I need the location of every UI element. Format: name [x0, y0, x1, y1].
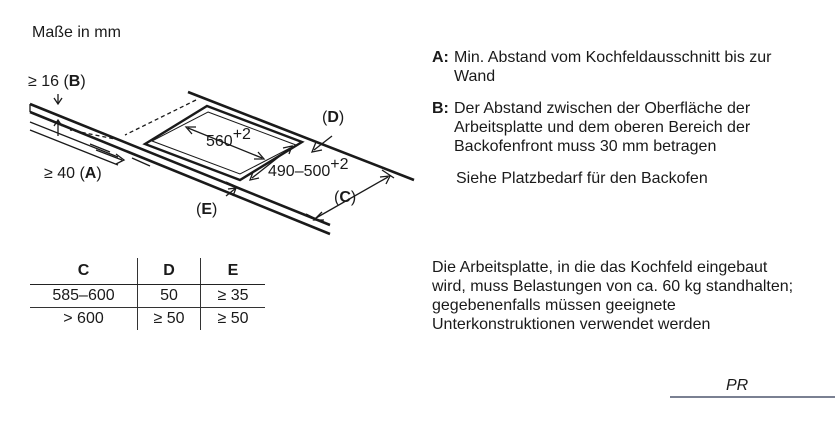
dashed-projection-back	[124, 99, 197, 136]
worktop-front-top-edge	[29, 102, 331, 227]
dim-c-arrowhead-top	[379, 175, 392, 185]
dim-b-arrowhead-bottom	[53, 118, 63, 127]
dim-c-line	[315, 176, 389, 219]
legend-item-b: B: Der Abstand zwischen der Oberfläche d…	[432, 99, 812, 156]
table-cell: ≥ 50	[137, 307, 201, 330]
dim-e-extension	[225, 181, 245, 191]
column-header-d: D	[137, 258, 201, 285]
callout-a: ≥ 40 (A)	[44, 165, 102, 182]
oven-front-line-lower	[29, 129, 119, 166]
column-header-c: C	[30, 258, 138, 285]
table-cell: ≥ 35	[200, 284, 265, 308]
dim-560-line	[187, 127, 263, 159]
legend-text-b: Der Abstand zwischen der Oberfläche der …	[454, 100, 751, 155]
dimension-table: C D E 585–600 50 ≥ 35 > 600 ≥ 50 ≥ 50	[30, 258, 265, 330]
dim-c-extension-front	[305, 213, 323, 223]
callout-b: ≥ 16 (B)	[28, 73, 86, 90]
table-cell: 585–600	[30, 284, 138, 308]
table-header-row: C D E	[30, 258, 265, 285]
pr-logo: PR	[670, 377, 835, 398]
units-label: Maße in mm	[32, 24, 121, 41]
dim-e-line	[225, 187, 237, 197]
table-cell: ≥ 50	[217, 310, 249, 327]
worktop-back-edge	[187, 90, 415, 182]
callout-d: (D)	[322, 109, 344, 126]
dim-a-arrowhead	[115, 153, 126, 165]
callout-e: (E)	[196, 201, 217, 218]
dim-b-arrowhead-top	[53, 97, 63, 106]
legend-text-a: Min. Abstand vom Kochfeldausschnitt bis …	[454, 49, 772, 85]
cutout-outer	[142, 104, 305, 182]
dim-depth-arrow-top	[282, 145, 294, 155]
dim-a-leader	[95, 149, 123, 161]
table-row: 585–600 50 ≥ 35	[30, 284, 265, 308]
dim-560-arrow-right	[254, 151, 266, 160]
dim-d-arrowhead	[310, 141, 323, 153]
table-cell: 50	[137, 284, 201, 308]
dim-c-arrowhead-bottom	[312, 211, 324, 221]
worktop-front-bottom-edge	[29, 110, 331, 236]
dim-d-extension	[313, 135, 333, 151]
dim-c-extension-back	[381, 169, 395, 179]
dim-depth-arrow-bottom	[248, 171, 260, 181]
legend-item-a: A: Min. Abstand vom Kochfeldausschnitt b…	[432, 48, 812, 86]
worktop-load-note: Die Arbeitsplatte, in die das Kochfeld e…	[432, 259, 794, 333]
callout-c: (C)	[334, 189, 356, 206]
cutout-inner	[150, 111, 298, 175]
oven-front-line-upper	[29, 121, 119, 158]
legend-see-oven: Siehe Platzbedarf für den Backofen	[456, 170, 708, 187]
dim-a-tick-right	[131, 157, 151, 167]
dim-a-tick-left	[89, 143, 111, 153]
legend-key-b: B:	[432, 100, 449, 117]
legend: A: Min. Abstand vom Kochfeldausschnitt b…	[432, 48, 812, 188]
column-header-e: E	[200, 258, 265, 285]
table-cell: > 600	[30, 307, 138, 330]
dim-depth-line	[251, 147, 291, 179]
logo-text: PR	[726, 377, 749, 394]
cutout-diagram: ≥ 16 (B) ≥ 40 (A) (D) (C) (E) 560+2 490–…	[28, 73, 415, 236]
dashed-projection-front	[69, 129, 121, 141]
table-row: > 600 ≥ 50 ≥ 50	[30, 307, 265, 330]
dim-560-arrow-left	[184, 126, 196, 135]
legend-key-a: A:	[432, 49, 449, 66]
cutout-width-label: 560+2	[206, 126, 251, 150]
cutout-depth-label: 490–500+2	[268, 156, 349, 180]
dim-e-arrowhead	[227, 187, 237, 197]
